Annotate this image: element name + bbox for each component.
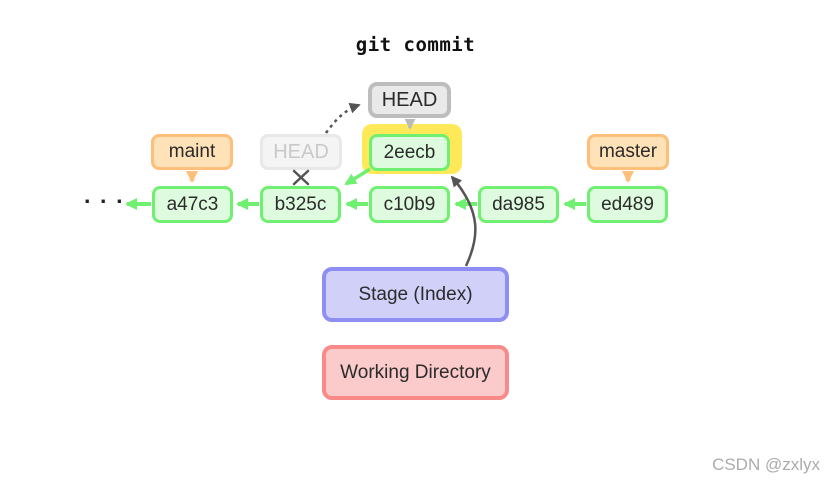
commit-node: b325c xyxy=(260,186,341,223)
diagram-title: git commit xyxy=(355,34,476,56)
commit-node: c10b9 xyxy=(369,186,450,223)
arrow-head-moved xyxy=(324,102,361,134)
old-head-pointer-box: HEAD xyxy=(260,134,342,170)
arrow-stage-to-2eecb xyxy=(450,175,477,267)
branch-label-maint: maint xyxy=(151,134,233,170)
branch-label-master: master xyxy=(587,134,669,170)
commit-node: a47c3 xyxy=(152,186,233,223)
head-pointer-box: HEAD xyxy=(368,82,451,118)
broken-link-x-mark xyxy=(292,169,310,186)
watermark: CSDN @zxlyx xyxy=(712,455,820,474)
history-ellipsis: · · · xyxy=(84,188,125,214)
working-directory-box: Working Directory xyxy=(322,345,509,400)
commit-node-new: 2eecb xyxy=(369,134,450,171)
commit-node: da985 xyxy=(478,186,559,223)
stage-index-box: Stage (Index) xyxy=(322,267,509,322)
commit-node: ed489 xyxy=(587,186,668,223)
